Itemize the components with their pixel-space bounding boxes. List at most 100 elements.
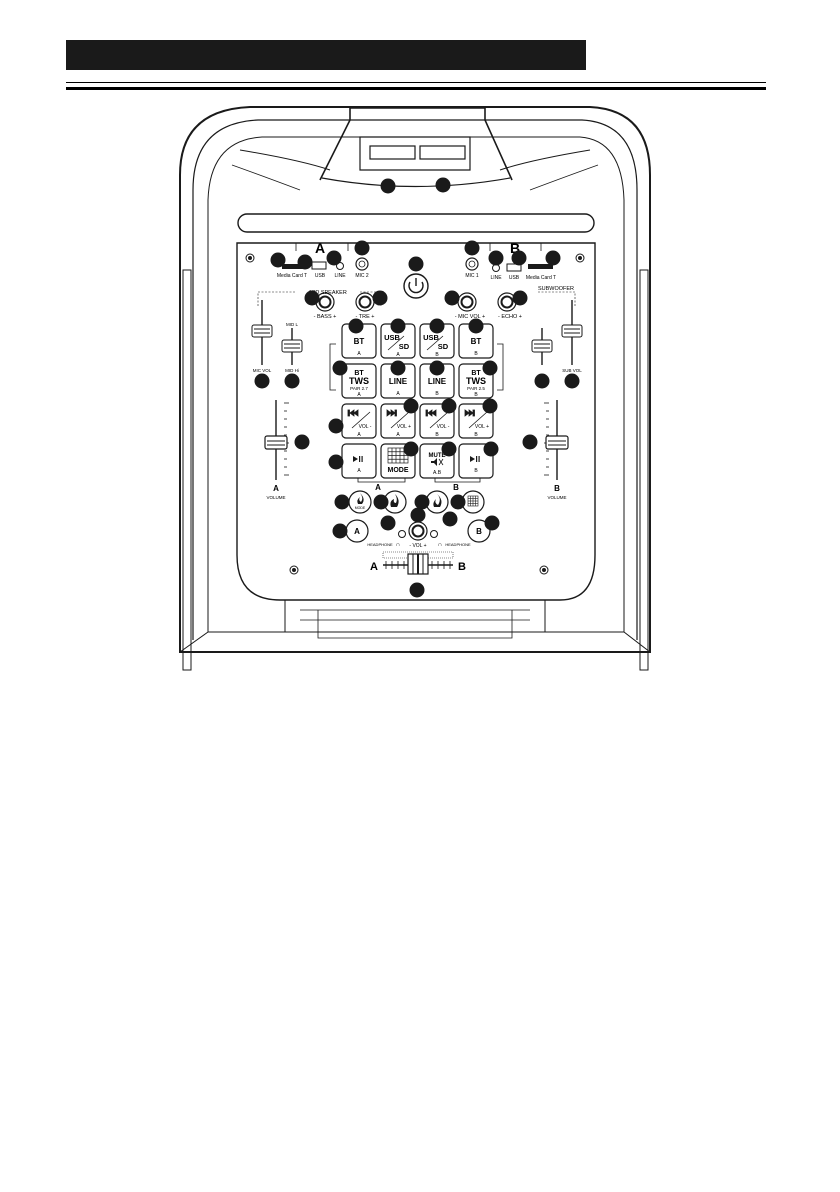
sub-mid-slider[interactable] xyxy=(531,328,553,365)
treble-knob[interactable] xyxy=(355,292,375,312)
callout-dot xyxy=(482,360,498,376)
next-icon xyxy=(464,409,475,417)
callout-dot xyxy=(522,434,538,450)
callout-dot xyxy=(373,494,389,510)
crossfader[interactable] xyxy=(382,551,454,575)
tws-a-pair: PAIR 2.7 xyxy=(350,386,368,391)
bt-b-text: BT xyxy=(471,337,482,346)
callout-dot xyxy=(390,360,406,376)
callout-dot xyxy=(488,250,504,266)
sub-vol-label: SUB VOL xyxy=(562,368,582,373)
mid-hi-slider[interactable] xyxy=(281,328,303,365)
treble-label: - TRE + xyxy=(355,314,374,320)
play-b-sub: B xyxy=(474,468,478,474)
mute-sub: A.B xyxy=(433,470,442,476)
line-jack-b xyxy=(492,264,500,272)
callout-dot xyxy=(328,418,344,434)
mic-vol-knob[interactable] xyxy=(457,292,477,312)
b-round-text: B xyxy=(476,527,482,536)
callout-dot xyxy=(297,254,313,270)
group-brackets xyxy=(295,242,542,251)
next-a-vol: VOL + xyxy=(397,424,411,430)
mic-vol-knob-label: - MIC VOL + xyxy=(455,314,486,320)
mic-vol-slider[interactable] xyxy=(251,300,273,365)
callout-dot xyxy=(534,373,550,389)
headphone-icon: ∩ xyxy=(396,542,400,548)
callout-dot xyxy=(408,256,424,272)
bt-a-sub: A xyxy=(357,351,361,357)
echo-label: - ECHO + xyxy=(498,314,522,320)
usb-a-label: USB xyxy=(315,273,326,279)
callout-dot xyxy=(409,582,425,598)
media-card-slot-a xyxy=(282,264,307,269)
volume-a-slider[interactable] xyxy=(264,400,289,480)
callout-dot xyxy=(334,494,350,510)
previous-icon xyxy=(347,409,359,417)
callout-dot xyxy=(414,494,430,510)
play-a-sub: A xyxy=(357,468,361,474)
callout-dot-handle-left xyxy=(380,178,396,194)
headphone-b-label: HEADPHONE xyxy=(445,542,471,547)
callout-dot xyxy=(332,523,348,539)
callout-dot xyxy=(468,318,484,334)
callout-dot xyxy=(270,252,286,268)
line-b-sub: B xyxy=(435,391,439,397)
vol-knob-label: - VOL + xyxy=(409,543,426,549)
flame-icon xyxy=(433,494,442,507)
prev-a-vol: VOL - xyxy=(359,424,372,430)
rule-thin xyxy=(66,82,766,83)
callout-dot xyxy=(441,398,457,414)
callout-dot xyxy=(511,250,527,266)
mic2-jack xyxy=(355,257,369,271)
callout-dot xyxy=(484,515,500,531)
volume-b-slider[interactable] xyxy=(544,400,569,480)
crossfader-a-label: A xyxy=(370,561,378,573)
line-b-label: LINE xyxy=(490,275,502,281)
rule-thick xyxy=(66,87,766,90)
next-b-vol: VOL + xyxy=(475,424,489,430)
callout-dot xyxy=(284,373,300,389)
play-pause-icon xyxy=(470,456,480,462)
control-panel xyxy=(236,242,596,601)
tws-a-top: BT xyxy=(354,370,364,377)
mid-hi-label: MID Hi xyxy=(285,368,299,373)
tws-b-top: BT xyxy=(471,370,481,377)
a-round-text: A xyxy=(354,527,360,536)
media-card-slot-b xyxy=(528,264,553,269)
panel-screws xyxy=(245,253,585,575)
headphone-vol-knob[interactable] xyxy=(408,521,428,541)
usb-sd-b-top: USB xyxy=(423,333,439,342)
callout-dot xyxy=(380,515,396,531)
callout-dot xyxy=(372,290,388,306)
sub-vol-slider[interactable] xyxy=(561,300,583,365)
usb-port-a xyxy=(311,261,327,270)
callout-dot-handle-right xyxy=(435,177,451,193)
callout-dot xyxy=(450,494,466,510)
bracket-b-label: B xyxy=(453,483,459,492)
bt-a-text: BT xyxy=(354,337,365,346)
volume-a-label: VOLUME xyxy=(266,495,285,500)
callout-dot xyxy=(429,360,445,376)
next-a-sub: A xyxy=(396,432,400,438)
tws-b-main: TWS xyxy=(466,376,486,386)
tws-a-main: TWS xyxy=(349,376,369,386)
prev-b-vol: VOL - xyxy=(437,424,450,430)
next-b-sub: B xyxy=(474,432,478,438)
line-a-sub: A xyxy=(396,391,400,397)
mic2-label: MIC 2 xyxy=(355,273,369,279)
header-bar xyxy=(66,40,586,70)
mute-speaker-icon xyxy=(431,458,444,466)
usb-sd-b-bottom: SD xyxy=(438,342,449,351)
callout-dot xyxy=(464,240,480,256)
group-a-letter: A xyxy=(315,240,325,256)
group-b-letter: B xyxy=(510,240,520,256)
mid-l-label: MID L xyxy=(286,322,298,327)
mic1-label: MIC 1 xyxy=(465,273,479,279)
b-round-button[interactable] xyxy=(467,519,491,543)
callout-dot xyxy=(326,250,342,266)
subwoofer-label: SUBWOOFER xyxy=(538,286,574,292)
power-button[interactable] xyxy=(403,273,429,299)
bt-tws-a-button[interactable] xyxy=(341,363,377,399)
callout-dot xyxy=(304,290,320,306)
